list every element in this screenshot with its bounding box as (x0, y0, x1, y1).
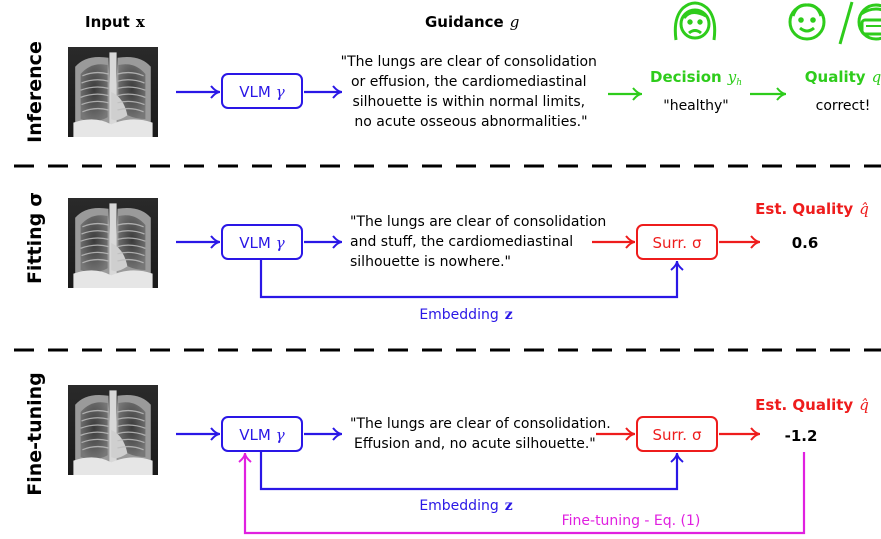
embedding-connector (259, 259, 679, 299)
row-label-finetuning: Fine-tuning (24, 372, 46, 496)
surrogate-box (636, 224, 718, 260)
sad-patient-face-icon (673, 1, 717, 41)
quality-value: correct! (816, 98, 871, 114)
est-quality-value: 0.6 (792, 234, 819, 252)
masked-doctor-face-icon (857, 3, 881, 41)
finetuning-feedback-label: Fine-tuning - Eq. (1) (562, 513, 701, 529)
guidance-text: "The lungs are clear of consolidation or… (341, 54, 602, 130)
guidance-text: "The lungs are clear of consolidation. E… (350, 416, 615, 452)
smiling-doctor-face-icon (788, 3, 826, 41)
slash-divider (838, 1, 854, 45)
surrogate-label: Surr.σ (652, 426, 702, 444)
row-label-inference: Inference (24, 41, 46, 143)
guidance-text: "The lungs are clear of consolidation an… (350, 214, 611, 270)
est-quality-value: -1.2 (785, 427, 818, 445)
finetuning-feedback-connector (243, 452, 806, 535)
chest-xray-image (68, 46, 158, 138)
chest-xray-image (68, 384, 158, 476)
decision-value: "healthy" (663, 98, 728, 114)
chest-xray-image (68, 197, 158, 289)
surrogate-box (636, 416, 718, 452)
row-label-fitting: Fittingσ (24, 192, 46, 284)
embedding-connector (259, 451, 679, 491)
surrogate-label: Surr.σ (652, 234, 702, 252)
vlm-box (221, 73, 303, 109)
